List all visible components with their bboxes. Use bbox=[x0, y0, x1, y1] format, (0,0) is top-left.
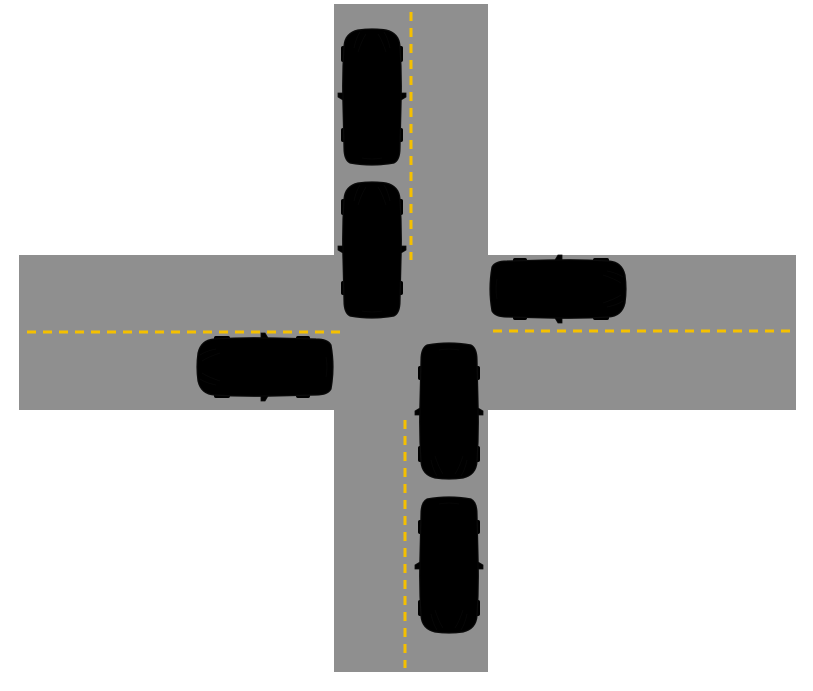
green-car-north-1[interactable] bbox=[337, 28, 407, 166]
yellow-car-east[interactable] bbox=[489, 254, 627, 324]
green-car-south-2[interactable] bbox=[414, 496, 484, 634]
green-car-north-2[interactable] bbox=[337, 181, 407, 319]
green-car-south-1[interactable] bbox=[414, 342, 484, 480]
yellow-car-west[interactable] bbox=[196, 332, 334, 402]
road-horizontal bbox=[19, 255, 796, 410]
